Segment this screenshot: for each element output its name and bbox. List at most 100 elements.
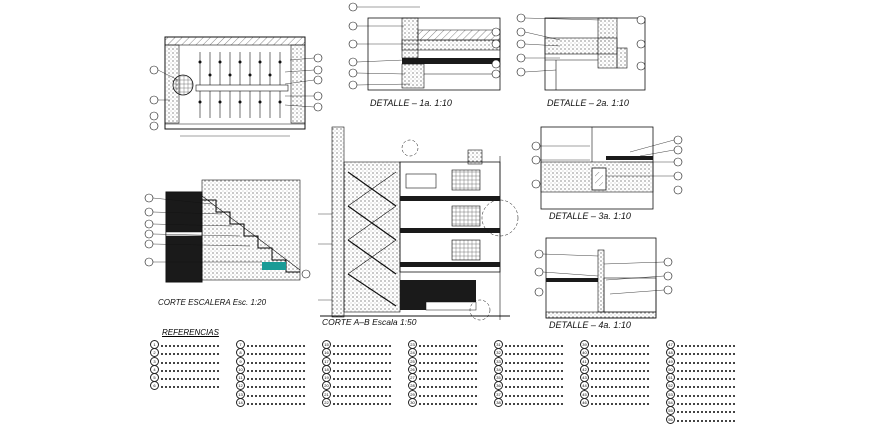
reference-item: 54 [666,398,746,408]
reference-text [591,392,649,397]
reference-text [505,367,563,372]
reference-item: 14 [236,398,316,408]
reference-text [419,375,477,381]
reference-item: 43 [580,373,660,383]
reference-text [247,392,305,397]
corte-escalera-title: CORTE ESCALERA Esc. 1:20 [158,298,267,307]
reference-text [505,359,563,364]
reference-item: 7 [236,340,316,349]
reference-text [161,375,219,381]
reference-text [333,350,391,356]
reference-item: 21 [322,389,402,399]
reference-item: 30 [408,398,488,408]
reference-number: 46 [580,398,589,408]
reference-text [333,383,391,389]
reference-text [333,400,391,406]
reference-item: 29 [408,389,488,399]
reference-text [591,350,649,356]
reference-text [161,359,219,364]
reference-text [419,359,477,364]
reference-number: 38 [494,398,503,408]
reference-text [677,408,735,414]
stair-section-drawing [144,179,311,283]
reference-text [247,400,305,406]
reference-text [505,342,563,347]
detail-3a-drawing [531,126,683,210]
reference-text [505,400,563,406]
reference-item: 52 [666,381,746,391]
building-section-drawing [318,126,519,321]
reference-item: 15 [322,340,402,349]
reference-text [247,375,305,381]
detail-3a-title: DETALLE – 3a. 1:10 [549,211,631,221]
reference-text [677,342,735,347]
reference-text [677,383,735,389]
reference-text [161,383,219,389]
drawing-sheet [144,2,683,321]
reference-item: 48 [666,348,746,358]
reference-item: 55 [666,406,746,416]
reference-item: 18 [322,364,402,374]
reference-item: 1 [150,340,230,349]
reference-item: 19 [322,373,402,383]
reference-item: 22 [322,398,402,408]
reference-text [419,392,477,397]
detail-4a-drawing [534,237,673,319]
reference-item: 46 [580,398,660,408]
reference-text [505,350,563,356]
reference-item: 5 [150,373,230,383]
reference-item: 9 [236,356,316,366]
reference-text [677,350,735,356]
detail-2a-drawing [516,13,646,91]
reference-item: 17 [322,356,402,366]
reference-text [161,342,219,347]
reference-text [333,375,391,381]
reference-item: 6 [150,381,230,391]
reference-number: 6 [150,381,159,391]
reference-text [419,350,477,356]
reference-number: 56 [666,414,675,424]
reference-text [161,367,219,372]
reference-item: 50 [666,364,746,374]
reference-item: 35 [494,373,574,383]
reference-item: 26 [408,364,488,374]
reference-item: 40 [580,348,660,358]
reference-item: 37 [494,389,574,399]
reference-text [677,375,735,381]
reference-item: 2 [150,348,230,358]
reference-text [333,359,391,364]
reference-item: 16 [322,348,402,358]
reference-text [419,367,477,372]
reference-text [247,359,305,364]
reference-item: 32 [494,348,574,358]
reference-item: 8 [236,348,316,358]
detail-1a-drawing [348,2,501,91]
reference-item: 45 [580,389,660,399]
reference-item: 4 [150,364,230,374]
reference-item: 10 [236,364,316,374]
reference-item: 27 [408,373,488,383]
reference-number: 22 [322,398,331,408]
reference-item: 13 [236,389,316,399]
reference-number: 30 [408,398,417,408]
reference-text [677,367,735,372]
reference-text [333,342,391,347]
references-title: REFERENCIAS [162,328,219,337]
reference-number: 14 [236,398,245,408]
detail-1a-title: DETALLE – 1a. 1:10 [370,98,452,108]
reference-item: 38 [494,398,574,408]
reference-item: 3 [150,356,230,366]
elevation-detail [149,36,323,137]
reference-item: 28 [408,381,488,391]
reference-text [591,367,649,372]
reference-text [333,392,391,397]
reference-text [505,375,563,381]
reference-item: 44 [580,381,660,391]
reference-item: 12 [236,381,316,391]
reference-item: 47 [666,340,746,349]
reference-text [161,350,219,356]
reference-item: 33 [494,356,574,366]
